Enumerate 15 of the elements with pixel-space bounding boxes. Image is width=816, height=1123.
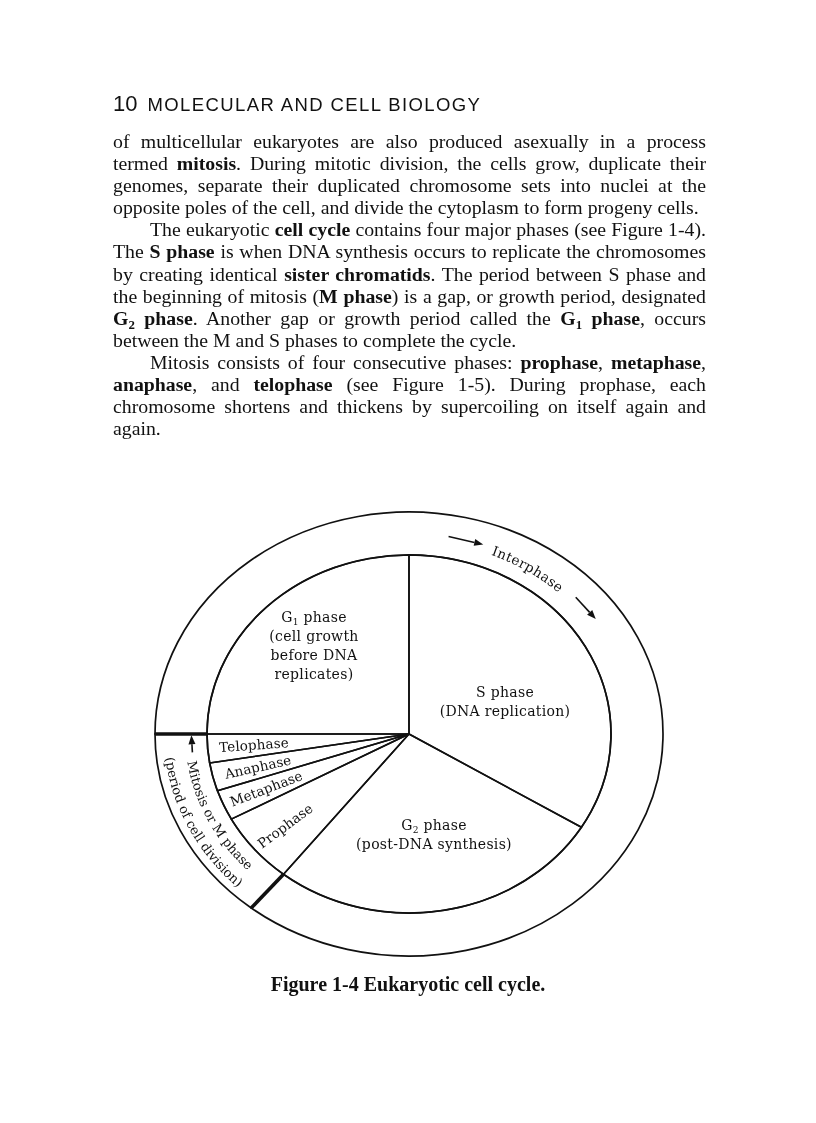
ring-segment: [154, 511, 664, 957]
phase-label: S phase: [476, 683, 534, 702]
phase-sector: [206, 554, 410, 735]
running-head: MOLECULAR AND CELL BIOLOGY: [147, 94, 482, 116]
phase-description: (post-DNA synthesis): [356, 835, 512, 854]
phase-description: (cell growth before DNA replicates): [268, 627, 360, 684]
figure-caption: Figure 1-4 Eukaryotic cell cycle.: [270, 973, 546, 995]
phase-description: (DNA replication): [439, 702, 571, 721]
phase-label: G$_{1}$ phase: [281, 608, 347, 627]
body-paragraph: of multicellular eukaryotes are also produced asexually in a process termed mitosis. During mitotic division, the cells grow, duplicate their genomes, separate their duplicated chromosome sets into nuclei at the opposite poles of the cell, and divide the cytoplasm to form progeny cells.: [113, 130, 706, 219]
phase-label: Telophase: [218, 734, 290, 756]
body-paragraph: Mitosis consists of four consecutive phases: prophase, metaphase, anaphase, and telophase (see Figure 1-5). During prophase, each chromosome shortens and thickens by supercoiling on itself again and again.: [113, 350, 706, 440]
phase-label: G$_{2}$ phase: [401, 816, 467, 835]
body-paragraph: The eukaryotic cell cycle contains four major phases (see Figure 1-4). The S phase is when DNA synthesis occurs to replicate the chromosomes by creating identical sister chromatids. The period between S phase and the beginning of mitosis (M phase) is a gap, or growth period, designated G$_{2}$ phase. Another gap or growth period called the G$_{1}$ phase, occurs between the M and S phases to complete the cycle.: [113, 218, 706, 351]
page-number: 10: [113, 91, 138, 117]
